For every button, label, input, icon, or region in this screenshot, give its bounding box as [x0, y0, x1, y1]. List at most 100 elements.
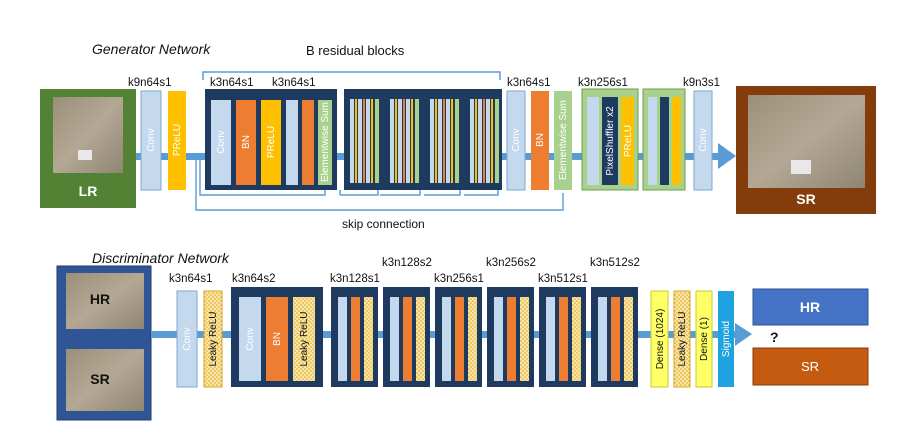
db4-conv [442, 297, 451, 381]
disc-block-2 [331, 287, 378, 387]
db5-conv [494, 297, 503, 381]
rb1-prelu [261, 100, 281, 185]
db2-bn [351, 297, 360, 381]
db1-conv [239, 297, 261, 381]
d-label-5: k3n256s1 [434, 273, 484, 285]
rb5-prelu-b [491, 99, 493, 183]
rb3-sum [415, 99, 419, 183]
d-conv1 [176, 290, 198, 388]
g-label-post: k3n64s1 [507, 77, 550, 89]
g-post-sum [554, 91, 572, 190]
rb5-sum [495, 99, 499, 183]
d-conv1-label: Conv [182, 327, 193, 350]
rb5-prelu [475, 99, 477, 183]
disc-block-3 [383, 287, 430, 387]
discriminator-network: Discriminator Network HR SR k3n64s1 k3n6… [56, 250, 869, 421]
d-sigmoid [718, 291, 734, 387]
d-dense-1024 [650, 290, 669, 388]
d-dense-1 [695, 290, 713, 388]
db3-bn [403, 297, 412, 381]
g-post-sum-label: Elementwise Sum [558, 100, 569, 180]
sr-output: SR [736, 86, 876, 214]
residual-block-1: Conv BN PReLU Elementwise Sum [205, 89, 337, 190]
rb4-conv-c [446, 99, 450, 183]
db2-leaky [364, 297, 373, 381]
d-leaky1-label: Leaky ReLU [208, 311, 219, 366]
hr-label: HR [90, 291, 110, 307]
rb1-prelu-label: PReLU [266, 126, 277, 158]
residual-block-2 [344, 89, 384, 190]
rb4-prelu-b [451, 99, 453, 183]
ub2-prelu [672, 97, 681, 185]
db6-bn [559, 297, 568, 381]
sr-image-disc [66, 349, 144, 411]
out-hr-box [752, 288, 869, 326]
upsample-block-2 [642, 88, 686, 191]
d-label-7: k3n512s1 [538, 273, 588, 285]
lr-label: LR [79, 183, 98, 199]
rb3-bn [403, 99, 405, 183]
ub1-pixelshuffler [602, 97, 618, 185]
db6-leaky [572, 297, 581, 381]
g-post-conv [506, 90, 526, 191]
rb2-conv-b [358, 99, 362, 183]
d-dense-1-label: Dense (1) [699, 317, 710, 361]
d-leaky-head-label: Leaky ReLU [677, 311, 688, 366]
db5-leaky [520, 297, 529, 381]
db7-bn [611, 297, 620, 381]
residual-block-3 [384, 89, 424, 190]
hr-image [66, 273, 144, 329]
d-dense-1024-label: Dense (1024) [655, 309, 666, 370]
d-label-1: k3n64s1 [169, 273, 212, 285]
inner-skip-lines [199, 156, 499, 196]
discriminator-title: Discriminator Network [92, 250, 230, 266]
d-leaky1 [203, 290, 223, 388]
rb5-conv [470, 99, 474, 183]
rb2-conv [350, 99, 354, 183]
g-label-res-a: k3n64s1 [210, 77, 253, 89]
d-label-4: k3n128s2 [382, 257, 432, 269]
db4-leaky [468, 297, 477, 381]
lr-input: LR [40, 89, 136, 208]
rb4-prelu [435, 99, 437, 183]
g-final-conv [693, 90, 713, 191]
out-sr-label: SR [801, 359, 819, 374]
ub1-conv [587, 97, 599, 185]
db3-conv [390, 297, 399, 381]
residual-block-4 [424, 89, 464, 190]
g-conv1-label: Conv [146, 128, 157, 151]
sr-label-disc: SR [90, 371, 109, 387]
disc-block-6 [539, 287, 586, 387]
lr-image-building [78, 150, 92, 160]
g-conv1 [140, 90, 162, 191]
ub2-pixelshuffler [660, 97, 669, 185]
g-prelu1 [168, 91, 186, 190]
sr-image [748, 95, 865, 188]
ub1-prelu [621, 97, 634, 185]
g-post-bn [531, 91, 549, 190]
g-label-conv1: k9n64s1 [128, 77, 171, 89]
rb5-conv-b [478, 99, 482, 183]
rb4-sum [455, 99, 459, 183]
rb3-conv-b [398, 99, 402, 183]
g-label-up: k3n256s1 [578, 77, 628, 89]
lr-image [53, 97, 123, 173]
long-skip-line [195, 156, 564, 211]
rb5-conv-c [486, 99, 490, 183]
db1-leaky-label: Leaky ReLU [299, 311, 310, 366]
rb2-conv-c [366, 99, 370, 183]
residual-block-5 [464, 89, 502, 190]
rb2-bn [363, 99, 365, 183]
rb2-sum [375, 99, 379, 183]
rb5-bn [483, 99, 485, 183]
d-label-6: k3n256s2 [486, 257, 536, 269]
g-label-final: k9n3s1 [683, 77, 720, 89]
d-label-8: k3n512s2 [590, 257, 640, 269]
g-post-conv-label: Conv [511, 128, 522, 151]
generator-title: Generator Network [92, 41, 211, 57]
generator-output-arrowhead [718, 143, 736, 169]
rb3-conv-c [406, 99, 410, 183]
db1-conv-label: Conv [245, 327, 256, 350]
rb4-conv-b [438, 99, 442, 183]
